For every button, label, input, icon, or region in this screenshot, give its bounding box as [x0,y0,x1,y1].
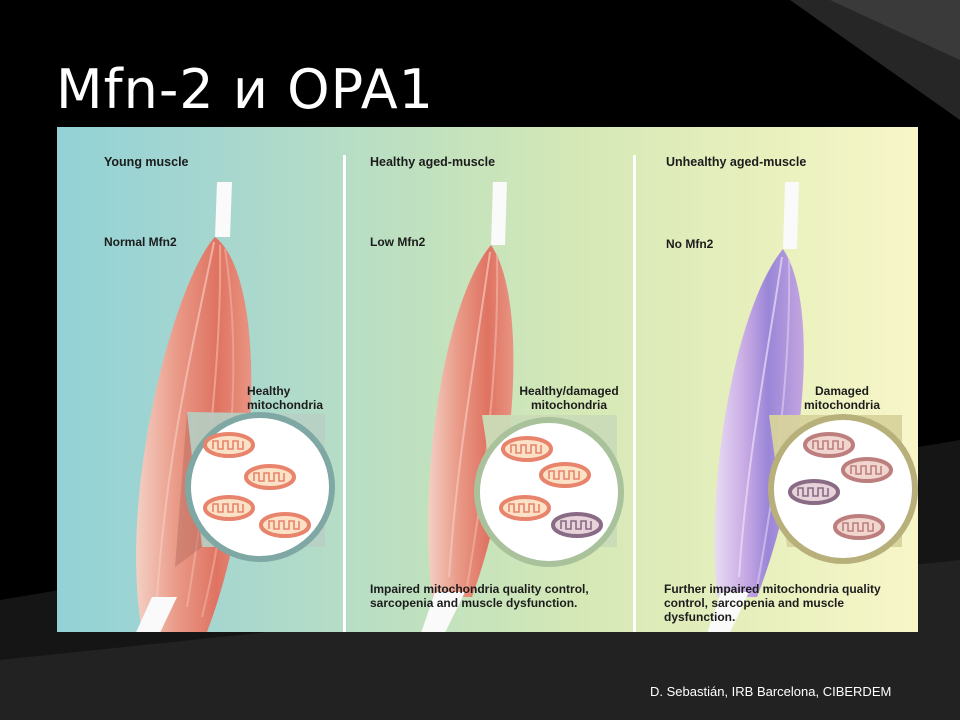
mfn2-aging-figure: Young muscle Normal Mfn2 Healthy mitocho… [57,127,918,632]
slide-title: Mfn-2 и OPA1 [56,58,435,121]
panel-heading-young: Young muscle [104,155,189,169]
mfn2-level-unhealthy-aged: No Mfn2 [666,237,714,251]
healthy-aged-muscle-illustration [421,182,624,632]
panel-divider [343,155,346,632]
mito-label-unhealthy-aged: Damaged mitochondria [803,384,880,412]
mfn2-level-young: Normal Mfn2 [104,235,177,249]
panel-heading-healthy-aged: Healthy aged-muscle [370,155,496,169]
caption-unhealthy-aged: Further impaired mitochondria quality co… [664,582,881,624]
image-credit: D. Sebastián, IRB Barcelona, CIBERDEM [650,684,892,699]
mito-label-healthy-aged: Healthy/damaged mitochondria [519,384,619,412]
figure-illustration [136,182,918,632]
unhealthy-aged-muscle-illustration [707,182,918,632]
young-muscle-illustration [136,182,335,632]
caption-healthy-aged: Impaired mitochondria quality control, s… [370,582,589,610]
mfn2-level-healthy-aged: Low Mfn2 [370,235,426,249]
panel-divider [633,155,636,632]
mito-label-young: Healthy mitochondria [247,384,324,412]
panel-heading-unhealthy-aged: Unhealthy aged-muscle [666,155,807,169]
